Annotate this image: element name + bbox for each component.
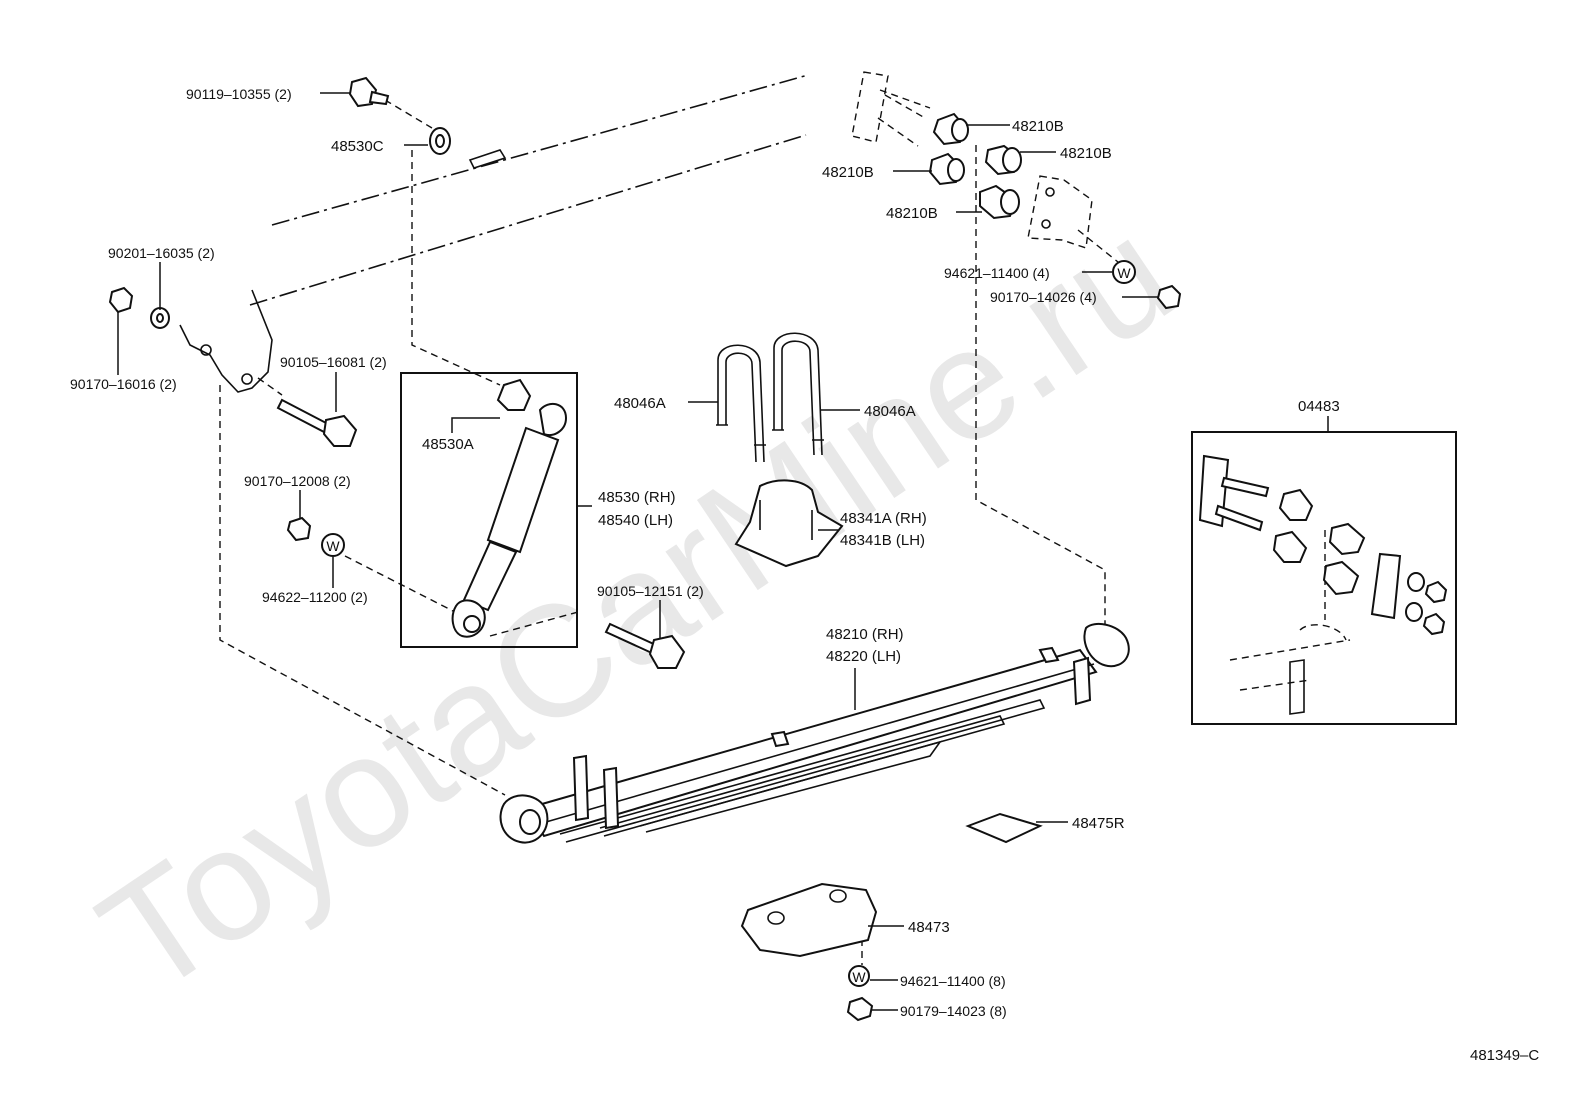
nut-icon xyxy=(108,286,134,314)
label-90179-14023: 90179–14023 (8) xyxy=(900,1003,1007,1019)
bolt-icon xyxy=(604,622,686,669)
label-48540-lh: 48540 (LH) xyxy=(598,512,673,529)
guide-line xyxy=(257,377,283,396)
bracket-pins xyxy=(877,89,931,147)
guide-line xyxy=(219,385,506,796)
guide-line xyxy=(975,145,1106,630)
shackle-hole xyxy=(1041,219,1051,229)
label-48220-lh: 48220 (LH) xyxy=(826,648,901,665)
guide-line xyxy=(489,611,579,637)
label-48210-rh: 48210 (RH) xyxy=(826,626,904,643)
washer-icon: W xyxy=(321,533,345,557)
label-94621-11400-4: 94621–11400 (4) xyxy=(944,265,1050,281)
nut-icon xyxy=(286,516,312,542)
label-90170-16016: 90170–16016 (2) xyxy=(70,376,177,392)
label-94621-11400-8: 94621–11400 (8) xyxy=(900,973,1006,989)
svg-text:W: W xyxy=(326,538,340,554)
spring-pad-icon xyxy=(965,812,1043,844)
bracket-icon xyxy=(740,882,878,958)
bolt-icon xyxy=(276,398,358,447)
svg-text:W: W xyxy=(852,969,866,985)
bushing-icon xyxy=(979,184,1020,220)
label-48341b-lh: 48341B (LH) xyxy=(840,532,925,549)
nut-icon xyxy=(846,996,874,1022)
label-48210b-4: 48210B xyxy=(886,205,938,222)
label-48530-rh: 48530 (RH) xyxy=(598,489,676,506)
label-48046a-left: 48046A xyxy=(614,395,666,412)
guide-line xyxy=(411,150,501,386)
bushing-icon xyxy=(932,112,969,146)
label-48341a-rh: 48341A (RH) xyxy=(840,510,927,527)
label-90105-12151: 90105–12151 (2) xyxy=(597,583,704,599)
shock-absorber-box xyxy=(400,372,578,648)
nut-icon xyxy=(1156,284,1182,310)
washer-icon: W xyxy=(848,965,870,987)
washer-icon xyxy=(429,127,451,155)
shock-absorber-icon xyxy=(451,378,568,638)
bushing-icon xyxy=(984,144,1022,176)
frame-rail-line xyxy=(249,134,807,306)
label-48046a-right: 48046A xyxy=(864,403,916,420)
svg-text:W: W xyxy=(1117,265,1131,281)
diagram-code: 481349–C xyxy=(1470,1047,1539,1064)
label-04483: 04483 xyxy=(1298,398,1340,415)
label-48210b-1: 48210B xyxy=(1012,118,1064,135)
frame-stud xyxy=(468,149,507,169)
kit-parts xyxy=(1198,454,1448,715)
u-bolt-icon xyxy=(772,332,824,456)
washer-icon: W xyxy=(1112,260,1136,284)
label-90170-12008: 90170–12008 (2) xyxy=(244,473,351,489)
label-90170-14026: 90170–14026 (4) xyxy=(990,289,1097,305)
watermark: ToyotaCarMine.ru xyxy=(71,185,1203,1028)
bracket-outline xyxy=(851,71,889,143)
guide-line xyxy=(384,99,433,129)
shackle-plate xyxy=(1027,175,1093,249)
washer-icon xyxy=(150,307,170,329)
shackle-hole xyxy=(1045,187,1055,197)
label-90201-16035: 90201–16035 (2) xyxy=(108,245,215,261)
label-94622-11200: 94622–11200 (2) xyxy=(262,589,368,605)
bracket-icon xyxy=(734,479,844,568)
leaf-spring-icon xyxy=(499,622,1130,844)
label-48210b-3: 48210B xyxy=(822,164,874,181)
label-90119-10355: 90119–10355 (2) xyxy=(186,86,292,102)
label-48473: 48473 xyxy=(908,919,950,936)
u-bolt-icon xyxy=(716,344,766,463)
guide-line xyxy=(1077,229,1119,263)
frame-hole xyxy=(241,373,253,385)
label-90105-16081: 90105–16081 (2) xyxy=(280,354,387,370)
kit-box xyxy=(1191,431,1457,725)
label-48210b-2: 48210B xyxy=(1060,145,1112,162)
label-48530c: 48530C xyxy=(331,138,384,155)
label-48475r: 48475R xyxy=(1072,815,1125,832)
bushing-icon xyxy=(928,152,965,186)
frame-end xyxy=(179,289,273,393)
bolt-icon xyxy=(348,76,390,108)
frame-hole xyxy=(200,344,212,356)
label-48530a: 48530A xyxy=(422,436,474,453)
